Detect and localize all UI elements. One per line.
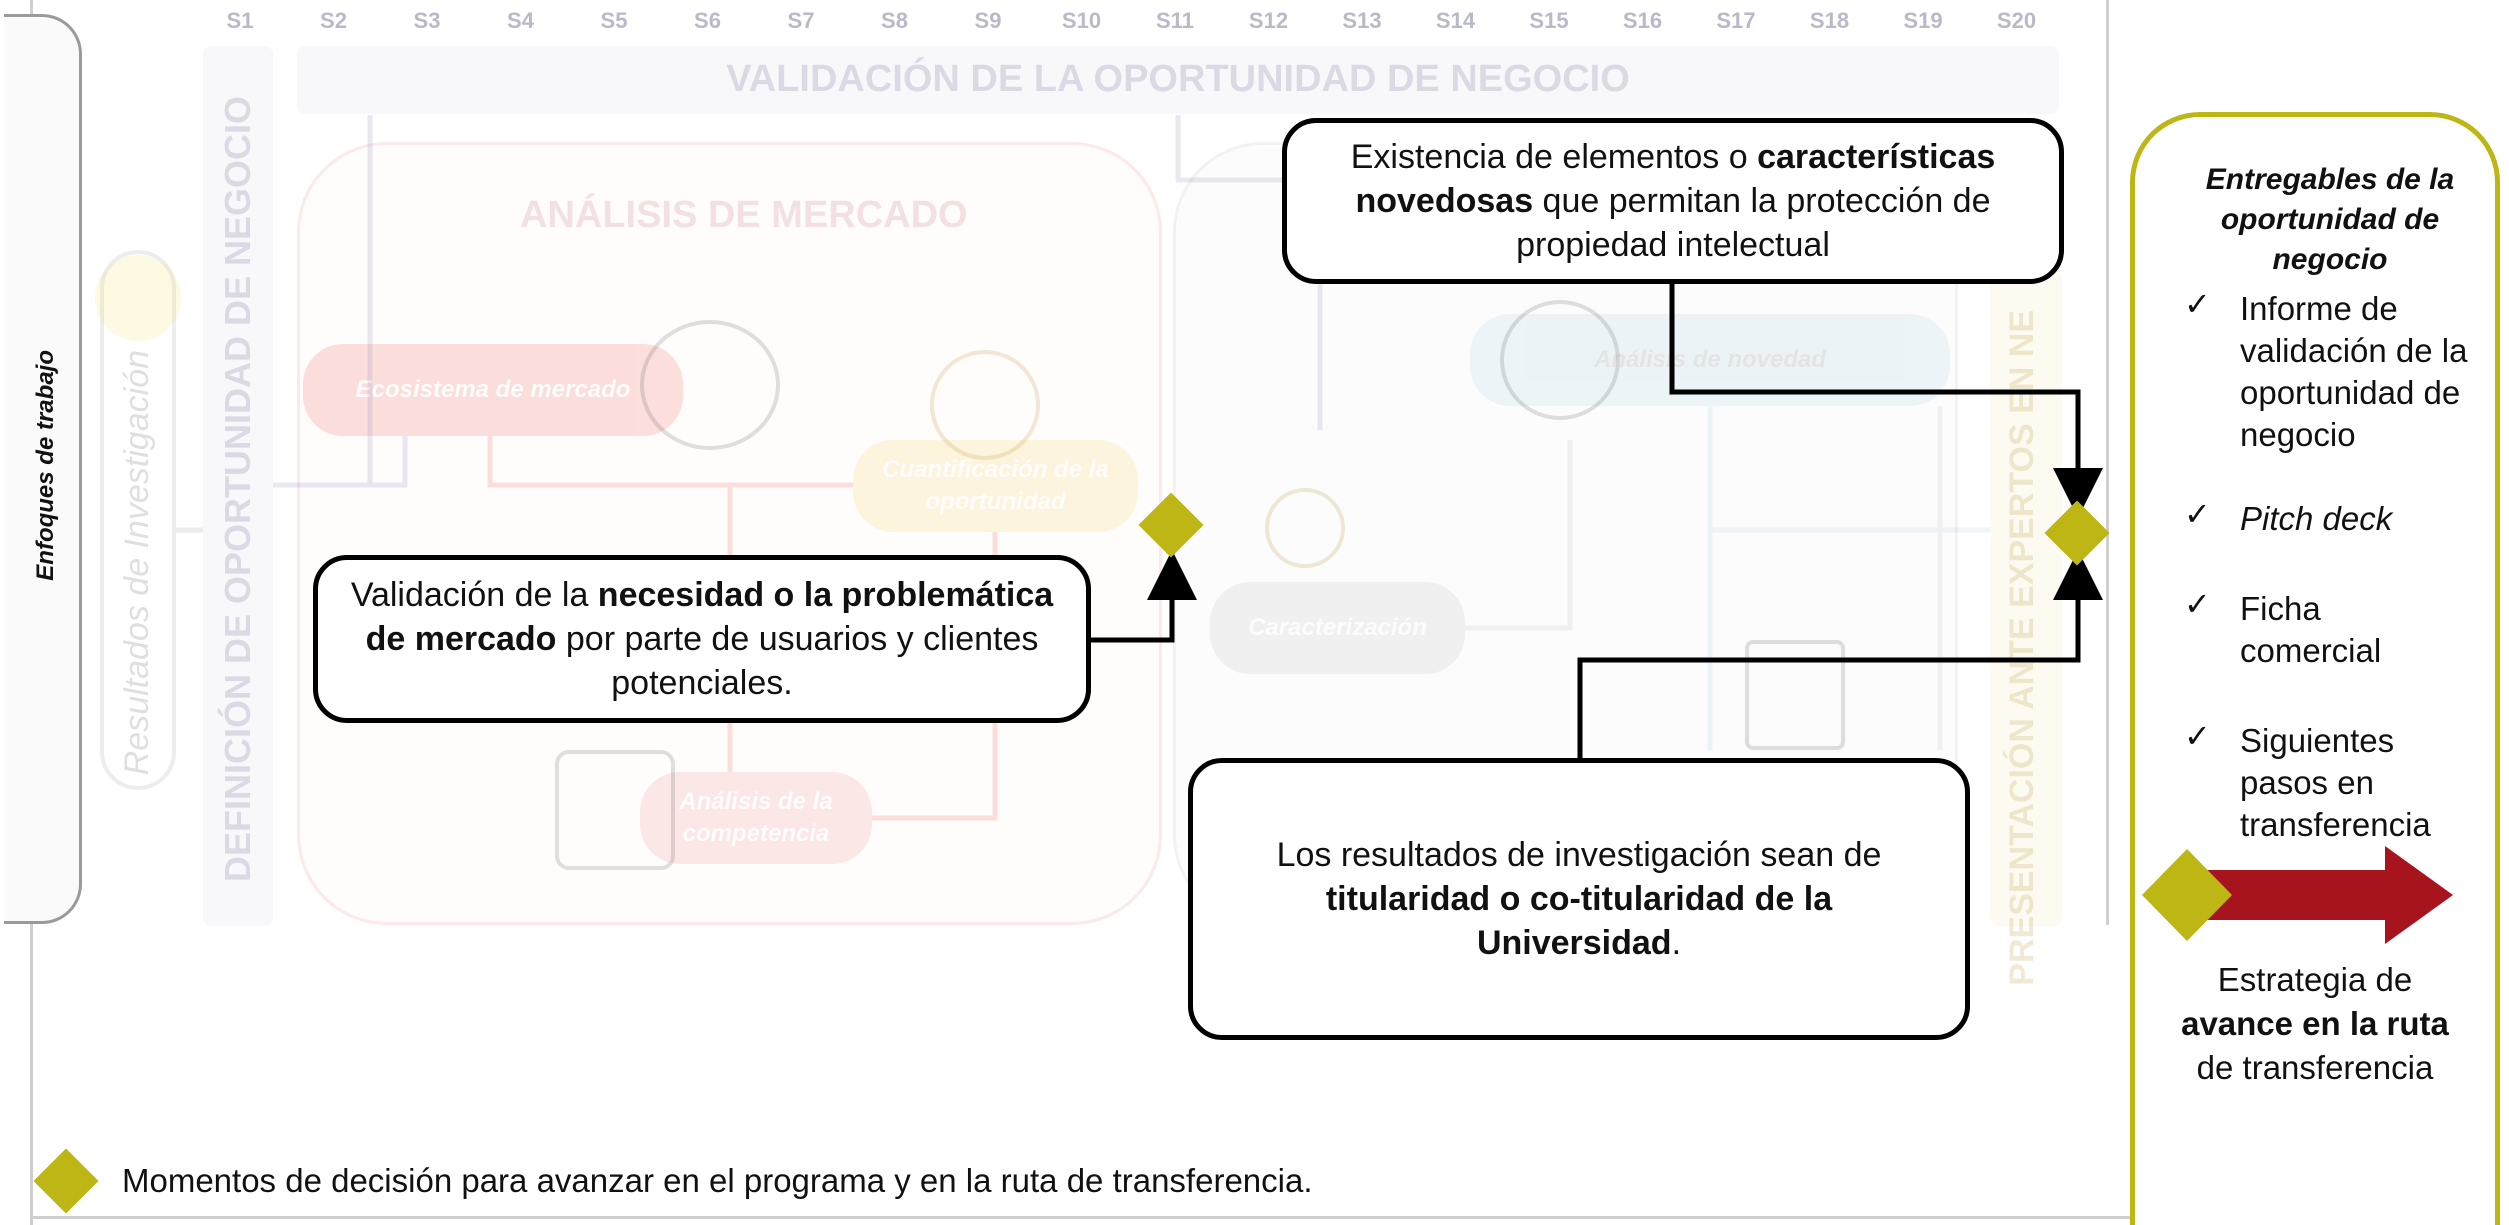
finance-icon bbox=[555, 750, 675, 870]
frame-bottom-line bbox=[30, 1216, 2480, 1219]
check-icon: ✓ bbox=[2184, 286, 2211, 322]
week-label: S7 bbox=[787, 8, 815, 33]
week-label: S1 bbox=[226, 8, 254, 33]
check-icon: ✓ bbox=[2184, 496, 2211, 532]
research-results-icon bbox=[95, 255, 181, 341]
validation-banner-label: VALIDACIÓN DE LA OPORTUNIDAD DE NEGOCIO bbox=[726, 58, 1630, 100]
deliverables-title: Entregables de la oportunidad de negocio bbox=[2205, 163, 2455, 276]
market-analysis-area bbox=[297, 142, 1162, 925]
week-label: S5 bbox=[600, 8, 628, 33]
week-label: S14 bbox=[1435, 8, 1476, 33]
strategy-text: Estrategia de avance en la ruta de trans… bbox=[2181, 961, 2449, 1086]
week-label: S2 bbox=[320, 8, 347, 33]
week-label: S12 bbox=[1248, 8, 1289, 33]
market-analysis-title: ANÁLISIS DE MERCADO bbox=[520, 194, 968, 236]
idea-bulb-icon bbox=[1265, 488, 1345, 568]
deliverable-report: Informe de validación de la oportunidad … bbox=[2240, 290, 2468, 453]
left-tab bbox=[4, 14, 82, 924]
check-icon: ✓ bbox=[2184, 718, 2211, 754]
week-label: S3 bbox=[413, 8, 441, 33]
research-results-box bbox=[100, 250, 176, 790]
deliverable-pitch-deck: Pitch deck bbox=[2240, 500, 2393, 537]
week-label: S10 bbox=[1061, 8, 1102, 33]
globe-search-icon bbox=[1500, 300, 1620, 420]
week-label: S11 bbox=[1156, 8, 1194, 33]
week-label: S13 bbox=[1342, 8, 1382, 33]
legend-text: Momentos de decisión para avanzar en el … bbox=[122, 1162, 1313, 1199]
week-label: S6 bbox=[694, 8, 721, 33]
handshake-document-icon bbox=[1745, 640, 1845, 750]
callout-novelty: Existencia de elementos o característica… bbox=[1282, 118, 2064, 284]
week-label: S17 bbox=[1716, 8, 1756, 33]
week-label: S19 bbox=[1903, 8, 1943, 33]
week-label: S15 bbox=[1529, 8, 1569, 33]
callout-market-validation: Validación de la necesidad o la problemá… bbox=[313, 555, 1091, 723]
week-label: S9 bbox=[974, 8, 1002, 33]
deliverable-commercial-sheet: Ficha comercial bbox=[2240, 590, 2382, 669]
deliverables-panel bbox=[2130, 112, 2500, 1225]
frame-right-line bbox=[2106, 0, 2109, 925]
week-label: S20 bbox=[1996, 8, 2037, 33]
week-label: S8 bbox=[881, 8, 908, 33]
week-label: S16 bbox=[1622, 8, 1663, 33]
globe-chart-icon bbox=[930, 350, 1040, 460]
callout-ownership: Los resultados de investigación sean de … bbox=[1188, 758, 1970, 1040]
check-icon: ✓ bbox=[2184, 586, 2211, 622]
deliverable-next-steps: Siguientes pasos en transferencia bbox=[2240, 722, 2431, 843]
network-icon bbox=[640, 320, 780, 450]
characterization-pill: Caracterización bbox=[1210, 582, 1465, 674]
week-label: S4 bbox=[507, 8, 534, 33]
presentation-column bbox=[1990, 270, 2062, 926]
week-label: S18 bbox=[1809, 8, 1850, 33]
definition-column bbox=[203, 46, 273, 926]
competition-pill: Análisis de la competencia bbox=[640, 772, 872, 864]
validation-banner bbox=[297, 46, 2059, 114]
ecosystem-pill: Ecosistema de mercado bbox=[303, 344, 683, 436]
transfer-arrow-icon bbox=[2142, 846, 2453, 944]
